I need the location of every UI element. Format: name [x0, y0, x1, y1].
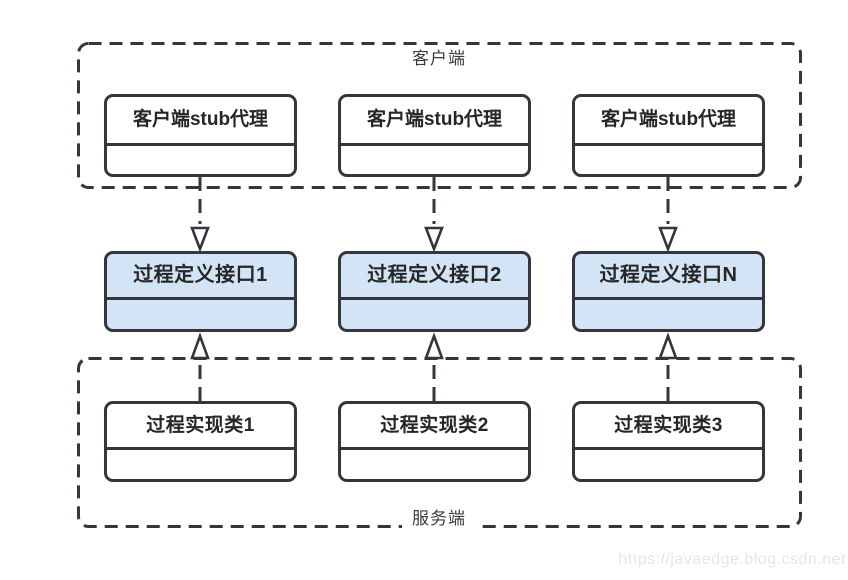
empty-compartment — [341, 300, 528, 329]
interface-box-1: 过程定义接口1 — [104, 251, 297, 332]
impl-class-box-3-title: 过程实现类3 — [575, 404, 762, 450]
dashed-arrow-up — [424, 332, 444, 401]
dashed-arrow-up — [658, 332, 678, 401]
empty-compartment — [575, 450, 762, 479]
impl-class-box-2: 过程实现类2 — [338, 401, 531, 482]
dashed-arrow-down — [424, 177, 444, 253]
empty-compartment — [575, 300, 762, 329]
empty-compartment — [107, 450, 294, 479]
interface-box-3-title: 过程定义接口N — [575, 254, 762, 300]
dashed-arrow-down — [658, 177, 678, 253]
client-stub-box-3: 客户端stub代理 — [572, 94, 765, 177]
interface-box-3: 过程定义接口N — [572, 251, 765, 332]
impl-class-box-2-title: 过程实现类2 — [341, 404, 528, 450]
impl-class-box-3: 过程实现类3 — [572, 401, 765, 482]
dashed-arrow-down — [190, 177, 210, 253]
client-stub-box-3-title: 客户端stub代理 — [575, 97, 762, 146]
client-stub-box-1: 客户端stub代理 — [104, 94, 297, 177]
client-stub-box-2-title: 客户端stub代理 — [341, 97, 528, 146]
empty-compartment — [107, 300, 294, 329]
interface-box-2: 过程定义接口2 — [338, 251, 531, 332]
interface-box-1-title: 过程定义接口1 — [107, 254, 294, 300]
empty-compartment — [341, 450, 528, 479]
empty-compartment — [575, 146, 762, 174]
client-stub-box-2: 客户端stub代理 — [338, 94, 531, 177]
interface-box-2-title: 过程定义接口2 — [341, 254, 528, 300]
client-group-border — [77, 42, 802, 189]
client-group-label: 客户端 — [412, 49, 466, 68]
impl-class-box-1: 过程实现类1 — [104, 401, 297, 482]
server-group-label: 服务端 — [402, 504, 476, 529]
client-stub-box-1-title: 客户端stub代理 — [107, 97, 294, 146]
server-group-label-wrap: 服务端 — [78, 504, 800, 529]
impl-class-box-1-title: 过程实现类1 — [107, 404, 294, 450]
empty-compartment — [341, 146, 528, 174]
watermark-text: https://javaedge.blog.csdn.net — [618, 551, 846, 568]
empty-compartment — [107, 146, 294, 174]
dashed-arrow-up — [190, 332, 210, 401]
